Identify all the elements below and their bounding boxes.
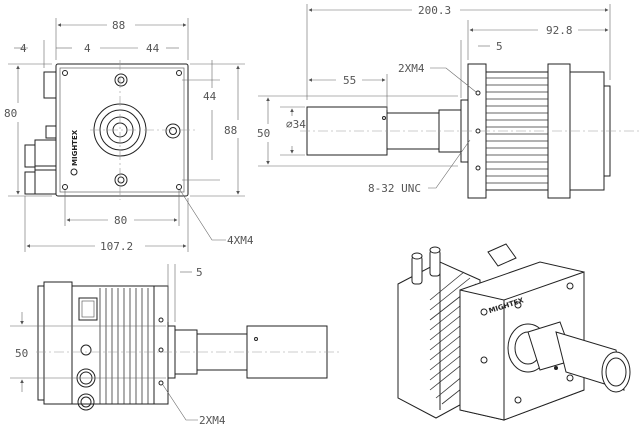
front-width-top-label: 88 <box>112 19 125 32</box>
front-offset-a-label: 4 <box>20 42 27 55</box>
top-flange-offset-label: 5 <box>196 266 203 279</box>
top-flange-holes-label: 2XM4 <box>199 414 226 427</box>
front-height-left-label: 80 <box>4 107 17 120</box>
top-view-fins <box>99 288 149 404</box>
top-flange-height-label: 50 <box>15 347 28 360</box>
front-overall-width-label: 107.2 <box>100 240 133 253</box>
front-hole-spacing-bottom-label: 80 <box>114 214 127 227</box>
front-view: MIGHTEX 88 4 4 44 80 44 88 <box>4 18 254 253</box>
side-overall-length-label: 200.3 <box>418 4 451 17</box>
front-hole-spacing-top-label: 44 <box>146 42 160 55</box>
side-view: 200.3 92.8 5 55 2XM4 ∅34 50 8-32 UNC <box>257 4 640 199</box>
side-flange-height-label: 50 <box>257 127 270 140</box>
top-view: 5 50 2XM4 <box>10 264 340 427</box>
front-hole-spacing-right-label: 44 <box>203 90 217 103</box>
front-offset-b-label: 4 <box>84 42 91 55</box>
side-flange-holes-label: 2XM4 <box>398 62 425 75</box>
side-view-fins <box>486 77 548 184</box>
side-flange-offset-label: 5 <box>496 40 503 53</box>
front-bottom-holes-label: 4XM4 <box>227 234 254 247</box>
front-logo-text: MIGHTEX <box>71 129 79 166</box>
isometric-view: MIGHTEX <box>397 243 631 421</box>
side-body-length-label: 92.8 <box>546 24 573 37</box>
front-height-right-label: 88 <box>224 124 237 137</box>
side-mount-thread-label: 8-32 UNC <box>368 182 421 195</box>
side-tube-diameter-label: ∅34 <box>286 118 306 131</box>
side-tube-length-label: 55 <box>343 74 356 87</box>
